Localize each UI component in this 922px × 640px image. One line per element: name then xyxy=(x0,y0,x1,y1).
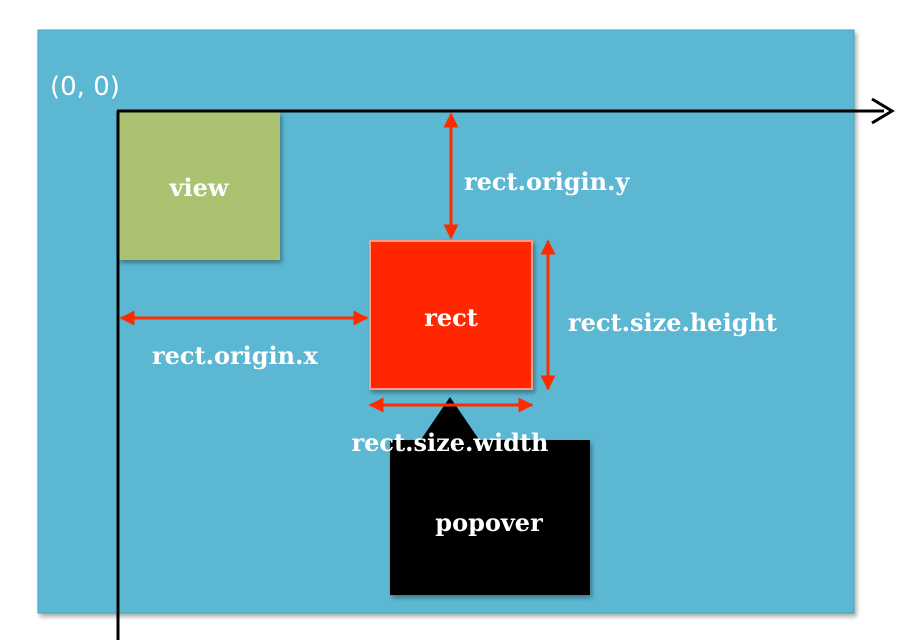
popover-box xyxy=(390,440,590,595)
view-label: view xyxy=(169,173,230,202)
rect-label: rect xyxy=(424,303,478,332)
size-width-label: rect.size.width xyxy=(352,428,549,457)
size-height-label: rect.size.height xyxy=(568,308,777,337)
view-box xyxy=(118,112,280,260)
origin-y-label: rect.origin.y xyxy=(464,167,630,196)
origin-label: (0, 0) xyxy=(50,72,120,102)
rect-box xyxy=(369,240,533,390)
popover-label: popover xyxy=(435,508,543,537)
x-axis-arrow-icon xyxy=(871,97,895,125)
popover-arrow xyxy=(420,397,480,441)
origin-x-label: rect.origin.x xyxy=(152,341,318,370)
